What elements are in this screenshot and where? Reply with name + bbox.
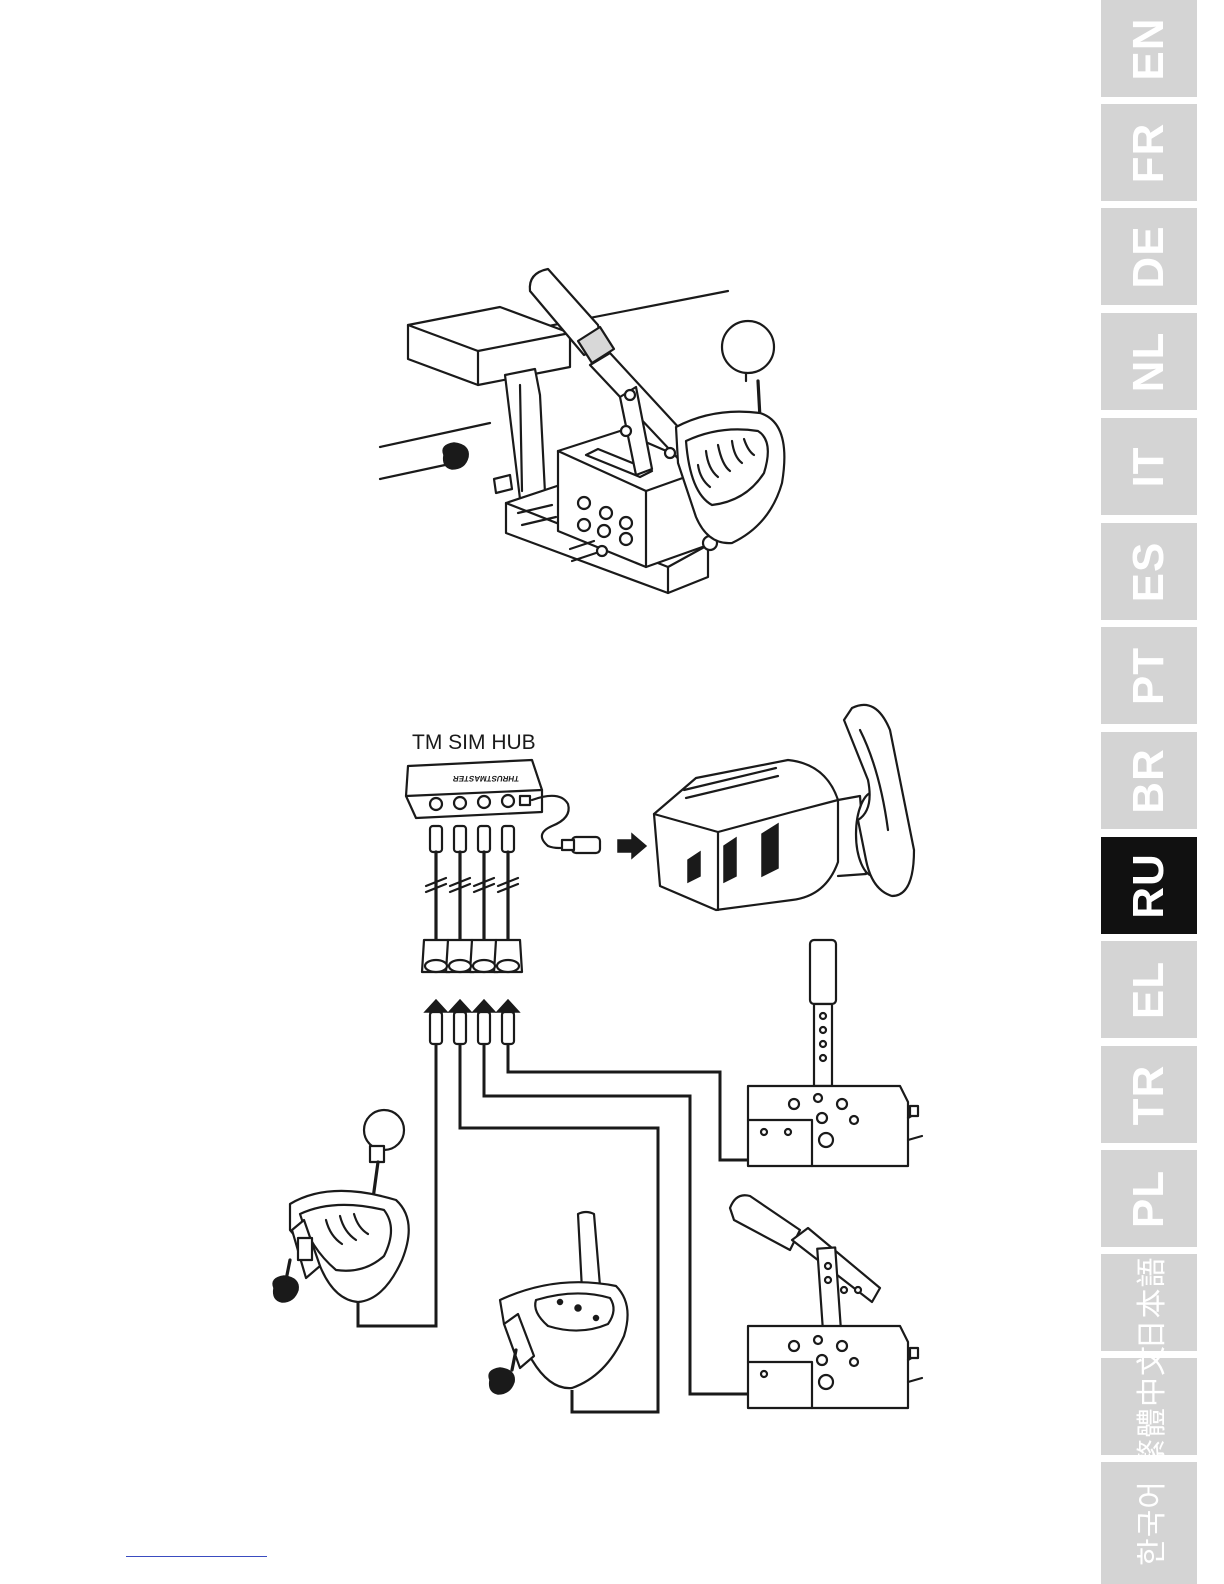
tab-es[interactable]: ES	[1101, 523, 1197, 620]
tab-nl[interactable]: NL	[1101, 313, 1197, 410]
clamp-assembly-illustration	[370, 255, 750, 615]
tab-nl-label: NL	[1124, 331, 1174, 392]
tab-el-label: EL	[1124, 960, 1174, 1018]
hub-cable-bundle	[422, 826, 522, 1044]
tab-ru-label: RU	[1124, 853, 1174, 919]
tab-tr-label: TR	[1124, 1064, 1174, 1125]
tab-it[interactable]: IT	[1101, 418, 1197, 515]
tab-en-label: EN	[1124, 17, 1174, 80]
tab-zh-tw-label: 繁體中文	[1127, 1345, 1171, 1469]
tab-br[interactable]: BR	[1101, 732, 1197, 829]
tab-ko-label: 한국어	[1127, 1480, 1171, 1566]
tab-pl-label: PL	[1124, 1169, 1174, 1227]
tab-pl[interactable]: PL	[1101, 1150, 1197, 1247]
tab-ja-label: 日本語	[1127, 1256, 1171, 1349]
language-tab-strip: EN FR DE NL IT ES PT BR RU EL TR PL 日本語 …	[1101, 0, 1197, 1584]
tab-tr[interactable]: TR	[1101, 1046, 1197, 1143]
tab-zh-tw[interactable]: 繁體中文	[1101, 1358, 1197, 1455]
hub-brand-text: THRUSTMASTER	[452, 774, 520, 783]
tab-it-label: IT	[1124, 446, 1174, 487]
tab-ja[interactable]: 日本語	[1101, 1254, 1197, 1351]
sequential-shifter-device	[489, 1212, 627, 1394]
tab-br-label: BR	[1124, 748, 1174, 814]
tab-pt[interactable]: PT	[1101, 627, 1197, 724]
tab-fr-label: FR	[1124, 122, 1174, 183]
tab-de-label: DE	[1124, 225, 1174, 288]
tab-ru[interactable]: RU	[1101, 837, 1197, 934]
handbrake-device-angled	[730, 1195, 922, 1408]
wheel-base-device	[654, 705, 914, 910]
tab-es-label: ES	[1124, 541, 1174, 602]
connection-diagram: THRUSTMASTER	[260, 700, 960, 1430]
handbrake-device-upright	[748, 940, 922, 1166]
tab-ko[interactable]: 한국어	[1101, 1462, 1197, 1584]
tab-de[interactable]: DE	[1101, 208, 1197, 305]
footer-link-rule	[126, 1556, 267, 1557]
tab-fr[interactable]: FR	[1101, 104, 1197, 201]
tab-el[interactable]: EL	[1101, 941, 1197, 1038]
tab-pt-label: PT	[1124, 646, 1174, 704]
sim-hub-device: THRUSTMASTER	[406, 760, 542, 818]
h-shifter-device	[273, 1110, 409, 1302]
tab-en[interactable]: EN	[1101, 0, 1197, 97]
